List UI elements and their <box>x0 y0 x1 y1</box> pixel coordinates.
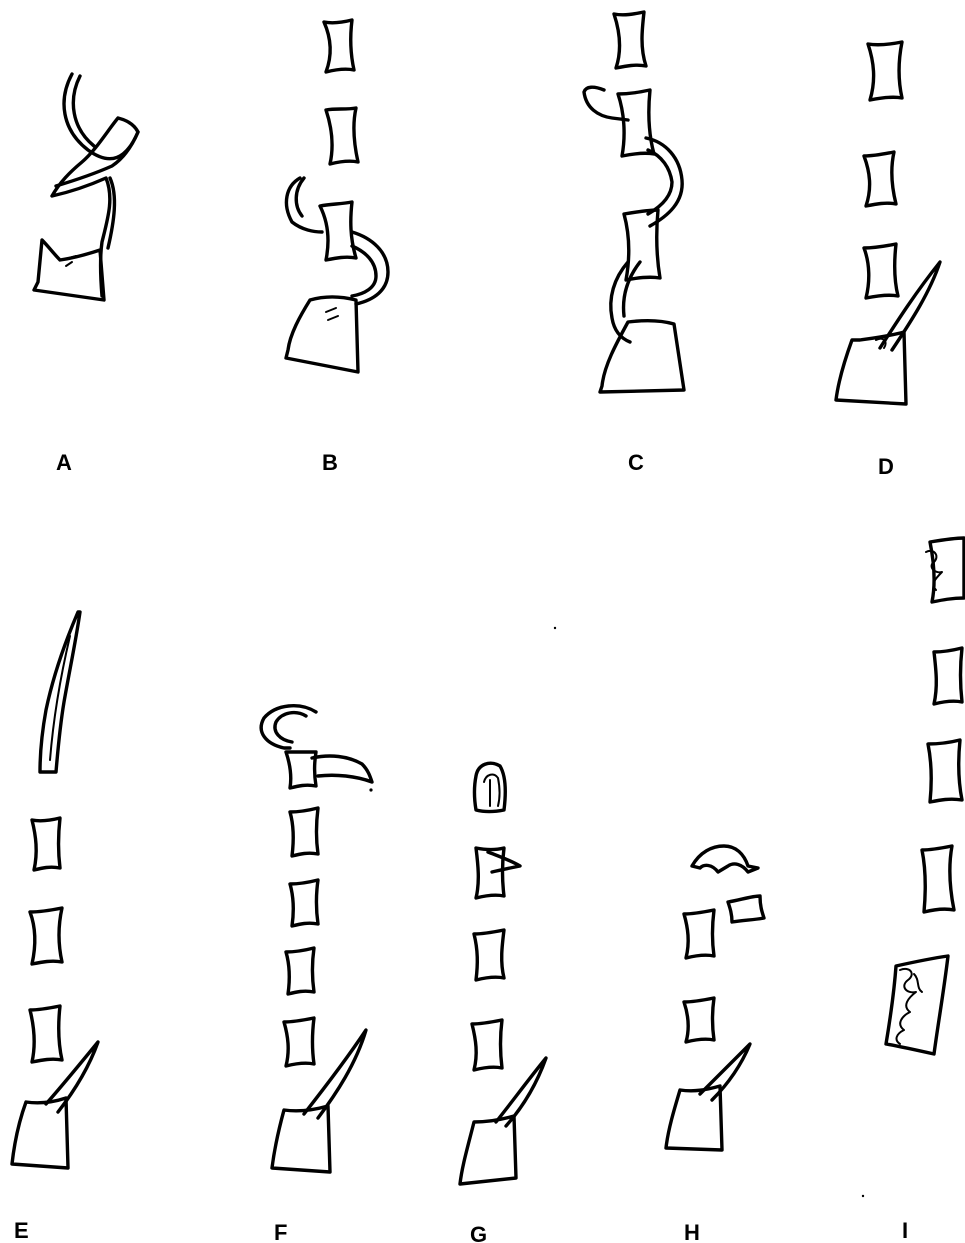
panel-c-basal-stalk <box>600 321 684 392</box>
panel-i-segment-1 <box>934 648 962 704</box>
panel-e-detached-filament <box>40 612 80 772</box>
panel-d-segment-3 <box>864 244 898 298</box>
panel-i-bottom-frayed-segment <box>886 956 948 1054</box>
panel-b: B <box>286 20 388 475</box>
panel-label-i: I <box>902 1218 908 1243</box>
panel-b-basal-stalk <box>286 297 358 372</box>
panel-g-basal-stalk <box>460 1058 546 1184</box>
panel-g-flagged-segment <box>476 848 520 898</box>
panel-g: G <box>460 763 546 1243</box>
panel-e-segment-1 <box>32 818 60 870</box>
panel-d-segment-1 <box>868 42 902 100</box>
panel-a-basal-stalk <box>34 240 104 300</box>
panel-e-segment-2 <box>30 908 62 964</box>
panel-e: E <box>12 612 98 1243</box>
panel-i-segment-2 <box>928 740 962 802</box>
panel-g-coiled-segment <box>475 763 506 811</box>
panel-h-offset-fragment <box>728 896 764 922</box>
panel-label-d: D <box>878 454 894 479</box>
panel-b-segment-1 <box>324 20 354 72</box>
panel-d: D <box>836 42 940 479</box>
panel-c-linked-filaments <box>584 87 682 342</box>
panel-f-basal-stalk <box>272 1030 366 1172</box>
speck-marks <box>369 627 864 1197</box>
panel-label-c: C <box>628 450 644 475</box>
panel-a: A <box>34 74 138 475</box>
panel-label-g: G <box>470 1222 487 1243</box>
panel-label-e: E <box>14 1218 29 1243</box>
panel-label-b: B <box>322 450 338 475</box>
panel-d-segment-2 <box>864 152 896 206</box>
panel-h-segment-2 <box>684 998 714 1042</box>
panel-h-arched-fragment <box>692 846 758 872</box>
panel-h-basal-stalk <box>666 1044 750 1150</box>
panel-h-segment-1 <box>684 910 714 958</box>
panel-f: F <box>261 706 372 1243</box>
panel-h: H <box>666 846 764 1243</box>
panel-d-basal-stalk <box>836 262 940 404</box>
panel-c-segment-1 <box>614 12 646 68</box>
panel-b-looped-filament <box>286 178 388 304</box>
panel-f-curled-filament <box>261 706 372 788</box>
panel-f-segment-2 <box>290 880 318 926</box>
panel-label-h: H <box>684 1220 700 1243</box>
panel-a-twisted-filament <box>52 74 138 296</box>
panel-label-a: A <box>56 450 72 475</box>
panel-i: I <box>886 538 964 1243</box>
panel-f-segment-1 <box>290 808 318 856</box>
panel-label-f: F <box>274 1220 287 1243</box>
panel-b-segment-2 <box>326 108 358 164</box>
panel-i-top-frayed-segment <box>926 538 964 602</box>
panel-e-segment-3 <box>30 1006 62 1062</box>
panel-g-segment-1 <box>474 930 504 980</box>
panel-g-segment-2 <box>472 1020 502 1070</box>
panel-c: C <box>584 12 684 475</box>
panel-i-segment-3 <box>922 846 954 912</box>
panel-f-segment-4 <box>284 1018 314 1066</box>
panel-f-segment-3 <box>286 948 314 994</box>
